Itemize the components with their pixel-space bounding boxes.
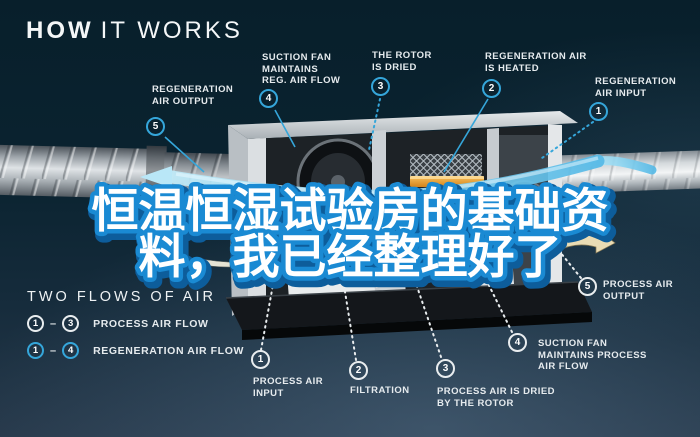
callout-line: REGENERATION	[595, 76, 677, 87]
regeneration-leader-lines	[164, 98, 594, 173]
callout-line: REG. AIR FLOW	[262, 75, 341, 86]
callout-line: PROCESS AIR	[603, 279, 674, 290]
callout-line: IS DRIED	[372, 61, 417, 73]
step-badge-reg-1: 1	[589, 102, 608, 121]
callout-regeneration-air-output: REGENERATION AIR OUTPUT	[152, 84, 233, 107]
callout-line: IS HEATED	[485, 62, 540, 74]
legend-badge-from: 1	[27, 342, 44, 359]
headline-shadow-line2: 料，我已经整理好了	[142, 234, 565, 289]
machine-body	[225, 111, 592, 340]
legend-row-process: 1 – 3 PROCESS AIR FLOW	[27, 315, 244, 332]
legend-label: REGENERATION AIR FLOW	[93, 344, 244, 357]
callout-regeneration-air-heated: REGENERATION AIR IS HEATED	[485, 51, 587, 74]
legend-badge-from: 1	[27, 315, 44, 332]
callout-line: REGENERATION	[152, 84, 234, 95]
step-badge-reg-5: 5	[146, 117, 165, 136]
step-badge-reg-3: 3	[371, 77, 390, 96]
callout-line: AIR OUTPUT	[152, 95, 215, 107]
callout-process-air-dried: PROCESS AIR IS DRIED BY THE ROTOR	[437, 386, 555, 409]
process-leader-lines	[260, 251, 582, 361]
callout-line: INPUT	[253, 387, 284, 399]
step-badge-proc-4: 4	[508, 333, 527, 352]
step-badge-proc-3: 3	[436, 359, 455, 378]
callout-line: THE ROTOR	[372, 50, 432, 61]
callout-process-air-output: PROCESS AIR OUTPUT	[603, 279, 673, 302]
title-bold: HOW	[26, 17, 94, 44]
headline-line2: 料，我已经整理好了	[139, 230, 562, 285]
callout-line: PROCESS AIR IS DRIED	[437, 386, 555, 397]
callout-line: MAINTAINS PROCESS	[538, 349, 647, 361]
process-output-arrow	[547, 229, 616, 254]
step-badge-proc-5: 5	[578, 277, 597, 296]
callout-suction-fan-process: SUCTION FAN MAINTAINS PROCESS AIR FLOW	[538, 338, 647, 373]
title-light: IT WORKS	[100, 17, 243, 44]
callout-line: SUCTION FAN	[262, 52, 332, 63]
callout-line: REGENERATION AIR	[485, 51, 587, 62]
legend-heading: TWO FLOWS OF AIR	[27, 289, 216, 305]
legend-dash: –	[50, 344, 57, 357]
legend: TWO FLOWS OF AIR 1 – 3 PROCESS AIR FLOW …	[27, 289, 244, 359]
step-badge-proc-1: 1	[251, 350, 270, 369]
legend-row-regeneration: 1 – 4 REGENERATION AIR FLOW	[27, 342, 244, 359]
callout-line: MAINTAINS	[262, 63, 319, 75]
callout-line: FILTRATION	[350, 385, 410, 396]
legend-badge-to: 4	[62, 342, 80, 359]
callout-line: SUCTION FAN	[538, 338, 608, 349]
callout-rotor-dried: THE ROTOR IS DRIED	[372, 50, 432, 73]
headline-shadow-line1: 恒温恒湿试验房的基础资	[95, 188, 612, 243]
callout-regeneration-air-input: REGENERATION AIR INPUT	[595, 76, 676, 99]
legend-badge-to: 3	[62, 315, 80, 332]
step-badge-proc-2: 2	[349, 361, 368, 380]
callout-suction-fan-reg: SUCTION FAN MAINTAINS REG. AIR FLOW	[262, 52, 340, 87]
legend-label: PROCESS AIR FLOW	[93, 317, 209, 330]
legend-dash: –	[50, 317, 57, 330]
callout-line: AIR INPUT	[595, 87, 647, 99]
regeneration-flow-arrow	[140, 154, 657, 203]
callout-line: OUTPUT	[603, 290, 645, 302]
callout-line: PROCESS AIR	[253, 376, 324, 387]
callout-line: BY THE ROTOR	[437, 397, 514, 409]
step-badge-reg-4: 4	[259, 89, 278, 108]
callout-line: AIR FLOW	[538, 361, 589, 372]
step-badge-reg-2: 2	[482, 79, 501, 98]
callout-filtration: FILTRATION	[350, 385, 410, 397]
process-input-arrow	[195, 255, 269, 272]
headline-line1: 恒温恒湿试验房的基础资	[92, 184, 609, 239]
callout-process-air-input: PROCESS AIR INPUT	[253, 376, 323, 399]
